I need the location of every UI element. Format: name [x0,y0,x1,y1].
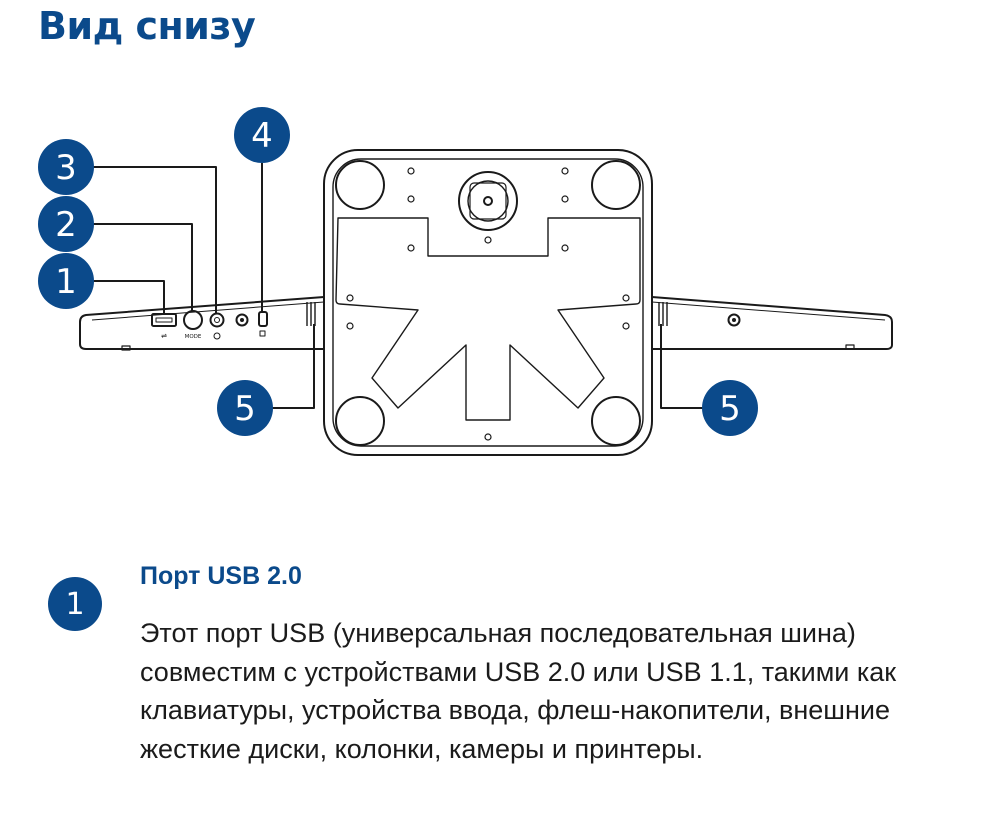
callout-3: 3 [38,139,94,195]
callout-1: 1 [38,253,94,309]
stand-base [323,149,653,456]
monitor-bottom-edge [79,296,325,350]
page-title: Вид снизу [38,4,256,48]
section-title: Порт USB 2.0 [140,562,302,590]
section-number-badge: 1 [48,577,102,631]
svg-text:4: 4 [251,116,273,156]
mode-label: MODE [185,334,202,340]
svg-text:5: 5 [719,389,741,429]
callout-5-right: 5 [702,380,758,436]
callout-2: 2 [38,196,94,252]
vent-right [658,302,668,326]
screw [727,313,741,327]
bottom-view-diagram: ⇌ MODE [38,107,893,456]
svg-text:3: 3 [55,148,77,188]
usb-port: ⇌ [151,313,177,340]
svg-text:1: 1 [55,262,77,302]
callout-4: 4 [234,107,290,163]
kensington-lock-slot [258,311,268,337]
svg-text:2: 2 [55,205,77,245]
section-body: Этот порт USB (универсальная последовате… [140,618,897,764]
audio-jack [209,312,225,340]
callout-5-left: 5 [217,380,273,436]
mode-button: MODE [183,310,203,340]
svg-text:5: 5 [234,389,256,429]
vent-left [306,302,316,326]
screw [235,313,249,327]
svg-text:⇌: ⇌ [161,332,167,340]
